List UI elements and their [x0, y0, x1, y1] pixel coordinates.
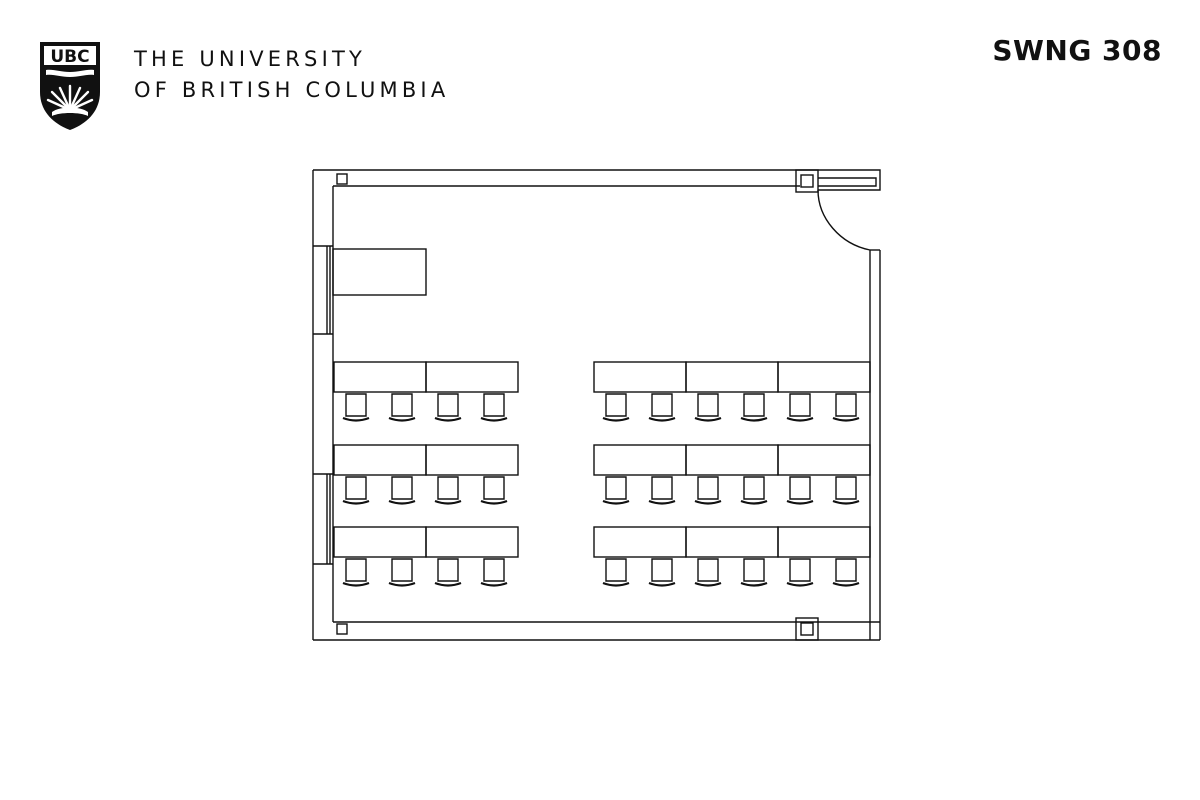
student-table: [777, 526, 871, 558]
chair: [694, 476, 722, 505]
chair: [602, 393, 630, 422]
student-table: [777, 361, 871, 393]
columns: [336, 169, 819, 641]
chair: [342, 558, 370, 587]
student-table: [685, 526, 779, 558]
chair: [388, 476, 416, 505]
student-table: [685, 361, 779, 393]
chair: [786, 558, 814, 587]
university-name-line1: THE UNIVERSITY: [134, 47, 367, 71]
chair: [480, 558, 508, 587]
student-table: [593, 526, 687, 558]
student-chairs: [342, 393, 860, 587]
university-name-line2: OF BRITISH COLUMBIA: [134, 78, 450, 102]
chair: [740, 393, 768, 422]
chair: [740, 476, 768, 505]
chair: [480, 476, 508, 505]
ubc-crest-logo: UBC: [40, 42, 100, 130]
student-table: [685, 444, 779, 476]
crest-letters: UBC: [50, 47, 89, 67]
student-tables: [333, 361, 871, 558]
student-table: [425, 444, 519, 476]
chair: [434, 393, 462, 422]
chair: [832, 558, 860, 587]
student-table: [333, 361, 427, 393]
student-table: [425, 526, 519, 558]
chair: [694, 558, 722, 587]
chair: [342, 476, 370, 505]
chair: [648, 393, 676, 422]
student-table: [777, 444, 871, 476]
chair: [434, 476, 462, 505]
windows: [326, 246, 331, 564]
chair: [832, 393, 860, 422]
university-wordmark: THE UNIVERSITY OF BRITISH COLUMBIA: [134, 44, 449, 106]
room-code: SWNG 308: [992, 34, 1162, 67]
chair: [786, 476, 814, 505]
student-table: [425, 361, 519, 393]
student-table: [593, 444, 687, 476]
chair: [740, 558, 768, 587]
chair: [786, 393, 814, 422]
chair: [602, 558, 630, 587]
room-walls: [312, 169, 881, 641]
chair: [694, 393, 722, 422]
chair: [648, 476, 676, 505]
chair: [342, 393, 370, 422]
door: [817, 177, 877, 251]
chair: [648, 558, 676, 587]
student-table: [333, 444, 427, 476]
lectern: [332, 248, 427, 296]
student-table: [333, 526, 427, 558]
chair: [388, 393, 416, 422]
chair: [832, 476, 860, 505]
chair: [388, 558, 416, 587]
chair: [480, 393, 508, 422]
student-table: [593, 361, 687, 393]
chair: [434, 558, 462, 587]
chair: [602, 476, 630, 505]
